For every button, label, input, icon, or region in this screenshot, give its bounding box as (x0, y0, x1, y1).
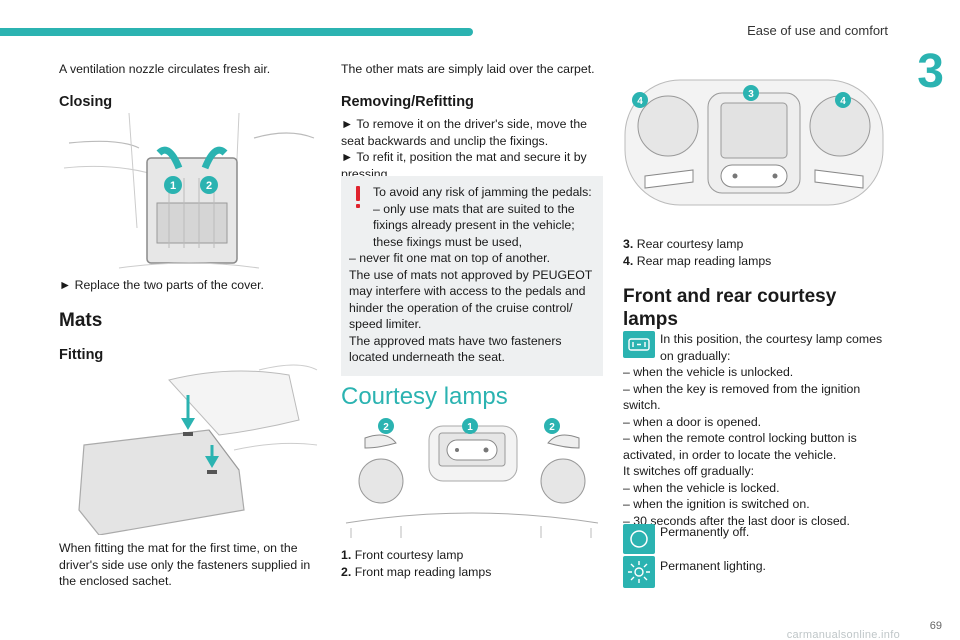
front-rear-courtesy-heading: Front and rear courtesy lamps (623, 286, 837, 330)
closing-step: ► Replace the two parts of the cover. (59, 278, 264, 292)
watermark: carmanualsonline.info (786, 629, 900, 640)
svg-text:4: 4 (840, 96, 846, 107)
mats-heading: Mats (59, 309, 103, 331)
warning-icon (355, 186, 361, 208)
column-2: The other mats are simply laid over the … (341, 61, 603, 182)
svg-text:1: 1 (170, 180, 176, 192)
callout-2 (200, 176, 218, 194)
svg-text:4: 4 (637, 96, 643, 107)
header-accent-bar (0, 28, 473, 36)
column-1: A ventilation nozzle circulates fresh ai… (59, 61, 309, 110)
svg-text:3: 3 (748, 89, 754, 100)
chapter-number: 3 (917, 45, 944, 98)
closing-figure: 1 2 (63, 112, 315, 269)
other-mats-text: The other mats are simply laid over the … (341, 62, 595, 76)
warning-box: To avoid any risk of jamming the pedals:… (341, 176, 603, 376)
legend-item: 4. Rear map reading lamps (623, 253, 772, 268)
door-position-text: In this position, the courtesy lamp come… (660, 332, 883, 363)
svg-text:2: 2 (383, 422, 389, 433)
column-1-lower: ► Replace the two parts of the cover. Ma… (59, 277, 319, 363)
removing-heading: Removing/Refitting (341, 93, 474, 110)
ventilation-text: A ventilation nozzle circulates fresh ai… (59, 62, 271, 76)
rear-lamps-legend: 3. Rear courtesy lamp 4. Rear map readin… (623, 236, 885, 269)
svg-text:2: 2 (206, 180, 212, 192)
front-lamps-legend: 1. Front courtesy lamp 2. Front map read… (341, 547, 603, 580)
section-title: Ease of use and comfort (747, 23, 888, 38)
fitting-heading: Fitting (59, 346, 104, 363)
front-lamps-figure: 2 1 2 (345, 418, 599, 538)
svg-text:2: 2 (549, 422, 555, 433)
on-position-icon (623, 556, 655, 588)
mat-fitting-figure (78, 364, 318, 535)
perm-off-text: Permanently off. (660, 525, 750, 539)
perm-on-text: Permanent lighting. (660, 559, 766, 573)
callout-1 (164, 176, 182, 194)
rear-lamps-figure: 4 3 4 (624, 79, 884, 206)
legend-item: 3. Rear courtesy lamp (623, 237, 744, 251)
closing-heading: Closing (59, 93, 113, 110)
fitting-text: When fitting the mat for the first time,… (59, 541, 311, 588)
column-3-text: In this position, the courtesy lamp come… (623, 331, 885, 529)
off-position-icon (623, 524, 655, 554)
svg-text:1: 1 (467, 422, 473, 433)
legend-item: 1. Front courtesy lamp (341, 548, 464, 562)
courtesy-lamps-heading: Courtesy lamps (341, 383, 508, 410)
door-position-icon (623, 331, 655, 358)
legend-item: 2. Front map reading lamps (341, 564, 492, 579)
fitting-text-block: When fitting the mat for the first time,… (59, 540, 321, 590)
page-number: 69 (929, 620, 942, 632)
removing-step-1: ► To remove it on the driver's side, mov… (341, 117, 587, 148)
